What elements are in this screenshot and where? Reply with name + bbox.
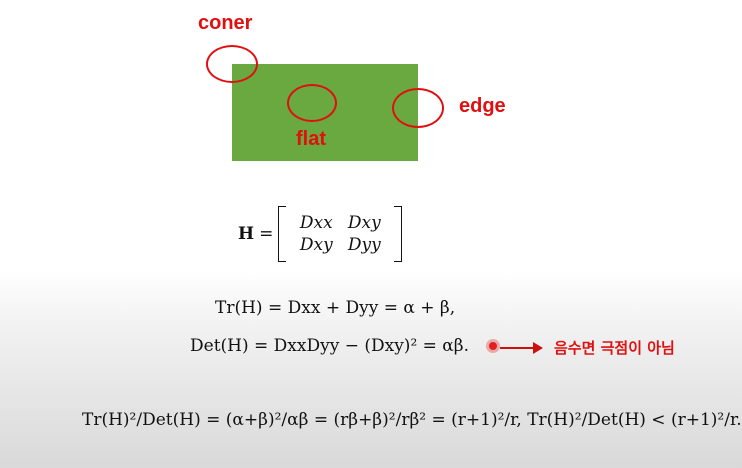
matrix-entry-22: Dyy — [347, 235, 381, 255]
flat-label: flat — [296, 128, 326, 150]
hessian-matrix: H = Dxx Dxy Dxy Dyy — [238, 206, 403, 262]
edge-label: edge — [459, 95, 506, 117]
flat-circle — [287, 84, 337, 122]
left-bracket — [278, 206, 287, 262]
hessian-equals: = — [259, 224, 274, 244]
matrix-entry-12: Dxy — [347, 213, 381, 233]
determinant-equation: Det(H) = DxxDyy − (Dxy)² = αβ. — [190, 336, 470, 356]
ratio-equation: Tr(H)²/Det(H) = (α+β)²/αβ = (rβ+β)²/rβ² … — [82, 410, 742, 430]
right-bracket — [394, 206, 403, 262]
edge-circle — [392, 88, 444, 128]
highlight-dot — [489, 342, 497, 350]
trace-equation: Tr(H) = Dxx + Dyy = α + β, — [215, 298, 456, 318]
corner-circle — [206, 45, 258, 83]
corner-label: coner — [198, 12, 253, 34]
matrix-entry-21: Dxy — [299, 235, 333, 255]
arrow-line — [500, 347, 534, 349]
arrow-head-icon — [533, 342, 543, 354]
hessian-symbol: H — [238, 224, 255, 244]
annotation-note: 음수면 극점이 아님 — [554, 339, 675, 357]
matrix-entry-11: Dxx — [299, 213, 333, 233]
